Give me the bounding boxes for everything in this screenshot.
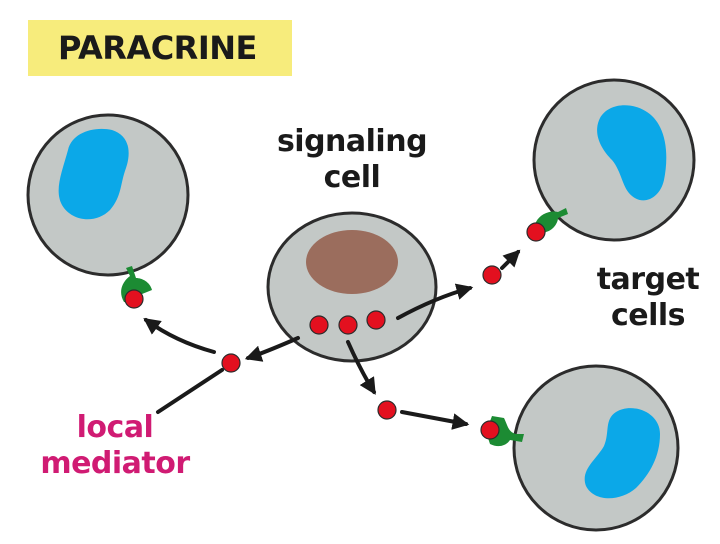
cell-membrane xyxy=(512,364,680,532)
signaling-nucleus xyxy=(306,230,398,294)
local-mediator-label-line2: mediator xyxy=(40,446,190,481)
target-cell-bottom-right xyxy=(512,364,680,532)
signaling-cell-label: signaling cell xyxy=(262,124,442,196)
label-pointer-line xyxy=(156,368,224,414)
local-mediator-label: local mediator xyxy=(20,410,210,482)
diagram-title: PARACRINE xyxy=(58,29,257,67)
arrow-icon xyxy=(400,410,470,430)
arrows xyxy=(143,249,521,430)
target-nucleus xyxy=(584,408,660,499)
arrow-icon xyxy=(244,336,300,362)
target-cells-label-line1: target xyxy=(596,262,700,297)
target-cell-left xyxy=(26,113,190,277)
mediator-molecule-icon xyxy=(377,400,397,420)
mediator-molecule-icon xyxy=(366,310,386,330)
receptor-left xyxy=(121,266,152,309)
target-cell-top-right xyxy=(532,78,696,242)
mediator-molecule-icon xyxy=(482,265,502,285)
local-mediator-label-line1: local xyxy=(76,410,154,445)
arrow-icon xyxy=(500,249,521,270)
target-nucleus xyxy=(58,128,129,220)
target-cells-label-line2: cells xyxy=(610,298,686,333)
signaling-cell-label-line1: signaling xyxy=(276,124,428,159)
mediator-molecule-icon xyxy=(338,315,358,335)
mediator-molecule-icon xyxy=(309,315,329,335)
receptor-top-right xyxy=(526,208,568,242)
mediator-molecule-icon xyxy=(221,353,241,373)
mediator-molecule-icon xyxy=(480,420,500,440)
mediators xyxy=(221,265,502,420)
signaling-cell-label-line2: cell xyxy=(323,160,381,195)
arrow-icon xyxy=(346,340,376,395)
receptor-bottom-right xyxy=(480,416,524,447)
mediator-molecule-icon xyxy=(124,289,144,309)
title-banner: PARACRINE xyxy=(28,20,292,76)
mediator-molecule-icon xyxy=(526,222,546,242)
arrow-icon xyxy=(143,318,216,354)
target-nucleus xyxy=(597,105,667,201)
target-cells-label: target cells xyxy=(588,262,708,334)
arrow-icon xyxy=(396,283,474,320)
